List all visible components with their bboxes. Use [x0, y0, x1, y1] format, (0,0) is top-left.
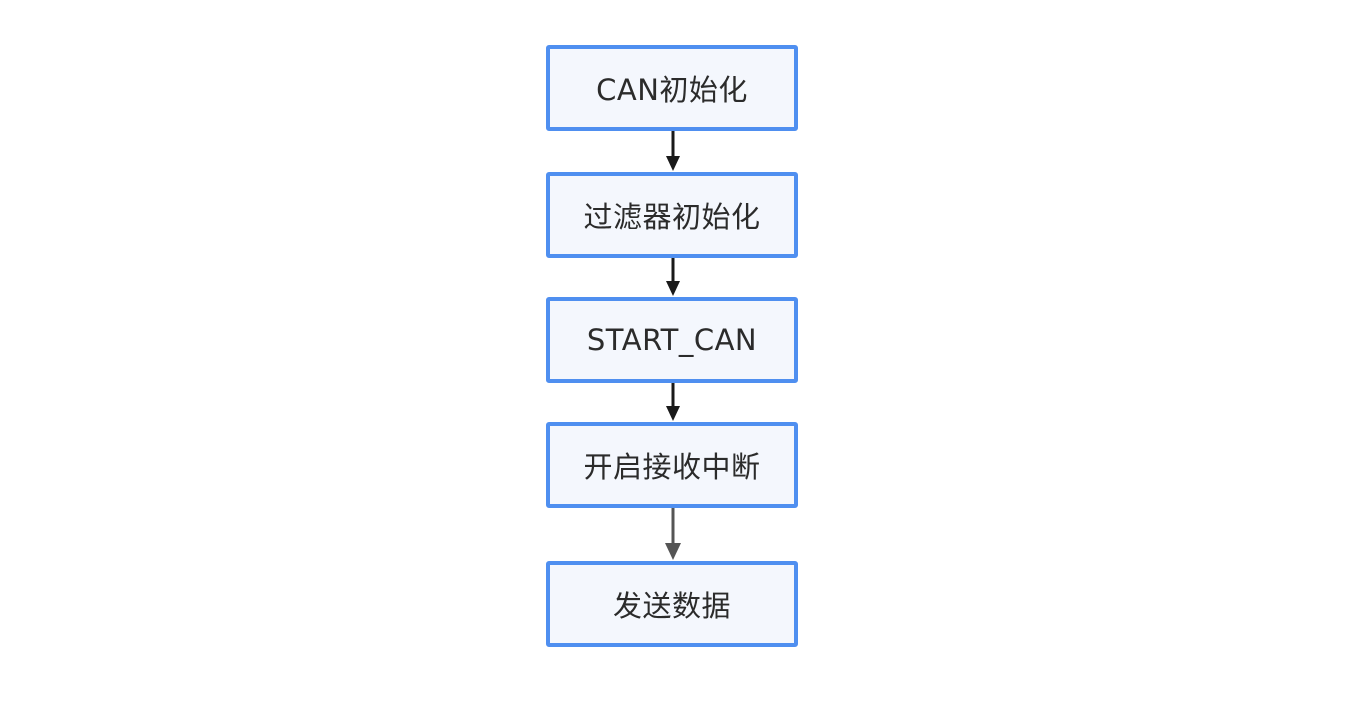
node-send-data: 发送数据 — [546, 561, 798, 647]
node-label: START_CAN — [586, 323, 758, 357]
arrow-2 — [664, 258, 682, 297]
arrow-1 — [664, 131, 682, 172]
node-label: 过滤器初始化 — [583, 200, 761, 234]
arrow-3 — [664, 383, 682, 422]
node-label: CAN初始化 — [596, 73, 748, 107]
arrow-4 — [664, 508, 682, 561]
node-can-init: CAN初始化 — [546, 45, 798, 131]
node-label: 发送数据 — [612, 589, 731, 623]
node-enable-rx-interrupt: 开启接收中断 — [546, 422, 798, 508]
node-start-can: START_CAN — [546, 297, 798, 383]
node-filter-init: 过滤器初始化 — [546, 172, 798, 258]
node-label: 开启接收中断 — [583, 450, 761, 484]
